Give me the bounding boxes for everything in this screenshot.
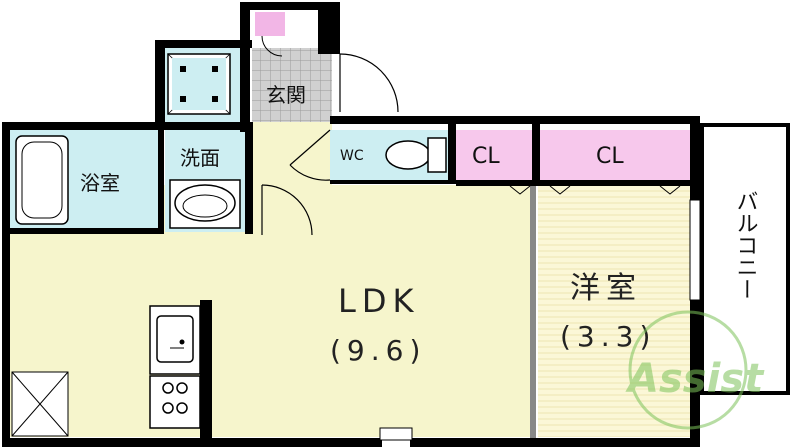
balcony-rail bbox=[700, 123, 790, 395]
shoe-box bbox=[255, 12, 285, 36]
walls bbox=[2, 2, 700, 447]
western-room-label: 洋室 bbox=[570, 271, 642, 306]
western-room-floor bbox=[538, 185, 694, 437]
wc-door-icon bbox=[289, 129, 331, 181]
closet-1-label: CL bbox=[472, 144, 500, 169]
stove-icon bbox=[149, 375, 201, 429]
closet-2-label: CL bbox=[596, 144, 624, 169]
ldk-door-icon bbox=[261, 184, 313, 236]
ldk-size-label: (9.6) bbox=[330, 334, 426, 367]
kitchen-sink-icon bbox=[149, 305, 201, 375]
balcony-floor bbox=[700, 125, 790, 395]
assist-logo: Assist bbox=[625, 310, 765, 430]
entrance-door-icon bbox=[339, 53, 399, 113]
toilet-icon bbox=[385, 137, 447, 173]
bath-label: 浴室 bbox=[80, 171, 120, 195]
entrance-label: 玄関 bbox=[266, 83, 306, 107]
balcony-label: バルコニー bbox=[733, 190, 758, 300]
closet-door-icons bbox=[509, 185, 681, 195]
wc-label: WC bbox=[340, 148, 364, 164]
washing-machine-icon bbox=[167, 53, 231, 115]
sliding-window-icon bbox=[379, 427, 413, 441]
washroom-label: 洗面 bbox=[180, 146, 220, 170]
washbasin-icon bbox=[169, 179, 241, 229]
ldk-label: LDK bbox=[338, 282, 419, 320]
bathtub-icon bbox=[15, 135, 69, 225]
refrigerator-space-icon bbox=[11, 371, 69, 437]
assist-logo-text: Assist bbox=[625, 356, 765, 402]
shoe-box-door-icon bbox=[261, 35, 283, 57]
closet-2-floor bbox=[540, 130, 690, 180]
entrance-floor bbox=[252, 48, 332, 122]
closet-1-floor bbox=[455, 130, 535, 180]
hall-floor bbox=[252, 122, 332, 192]
balcony-window bbox=[689, 199, 701, 301]
